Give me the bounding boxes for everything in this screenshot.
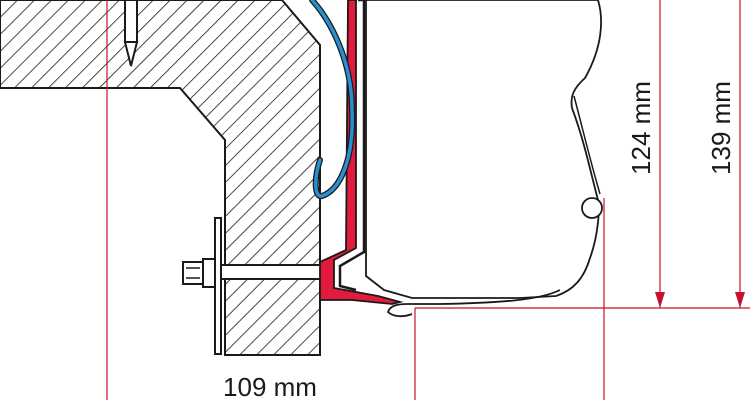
- height-dimension-label-124: 124 mm: [626, 81, 656, 175]
- width-dimension-label: 109 mm: [223, 372, 317, 400]
- dimension-lines: [106, 0, 750, 400]
- height-dimension-label-139: 139 mm: [706, 81, 736, 175]
- wall-cross-section: [0, 0, 321, 356]
- awning-lock-pin: [581, 197, 603, 219]
- awning-box: [365, 0, 602, 299]
- dimension-arrows: [655, 292, 745, 308]
- screw-icon: [123, 0, 139, 67]
- mounting-profile: [338, 0, 366, 292]
- adapter-bracket: [319, 0, 404, 305]
